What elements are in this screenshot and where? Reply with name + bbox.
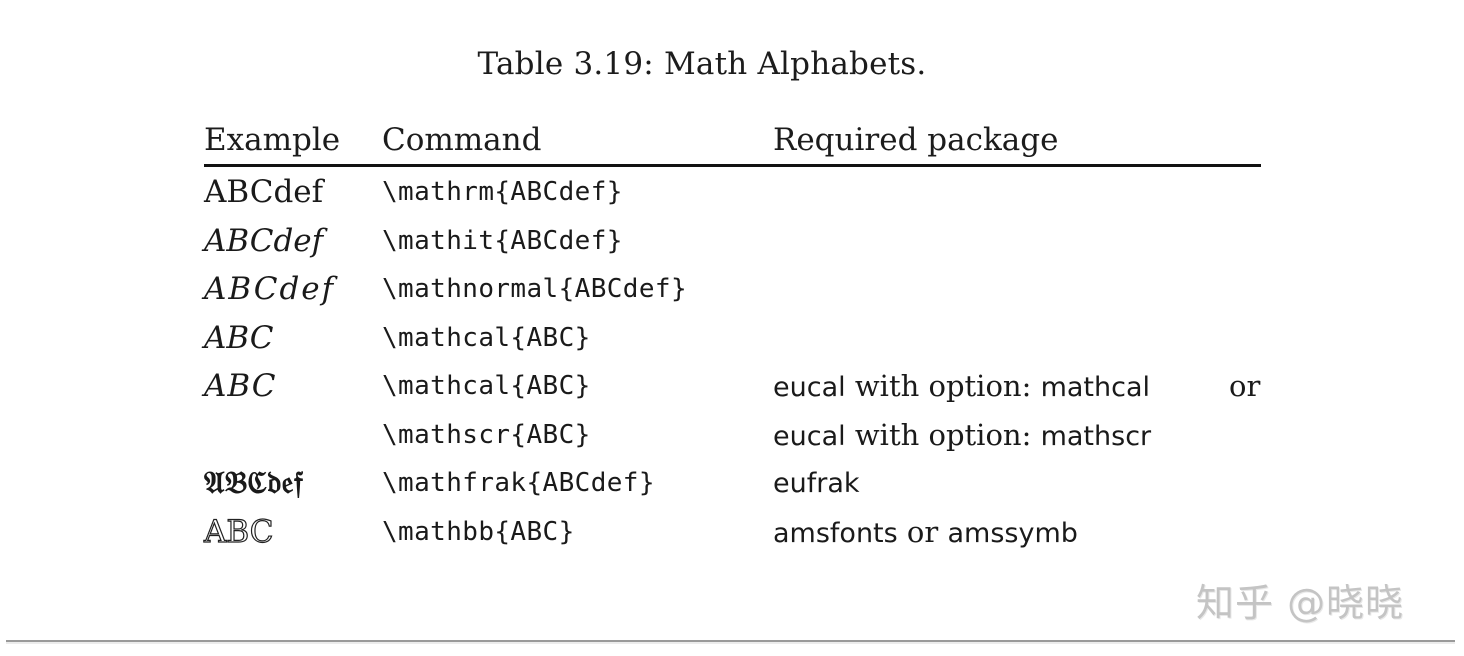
- command-mathbb: \mathbb{ABC}: [382, 516, 575, 547]
- package-name: eucal: [773, 372, 846, 403]
- package-name-alt: amssymb: [947, 517, 1078, 549]
- table-header-row: Example Command Required package: [204, 116, 1261, 164]
- command-mathit: \mathit{ABCdef}: [382, 225, 623, 256]
- package-option: mathscr: [1040, 420, 1152, 452]
- table-row: ABC \mathcal{ABC}: [204, 314, 1261, 363]
- command-mathscr: \mathscr{ABC}: [382, 419, 591, 450]
- zhihu-watermark: 知乎 @晓晓: [1196, 581, 1405, 625]
- header-example: Example: [204, 122, 341, 158]
- table-row: \mathscr{ABC} eucal with option: mathscr: [204, 411, 1261, 460]
- command-mathfrak: \mathfrak{ABCdef}: [382, 468, 655, 498]
- package-eucal-mathscr: eucal with option: mathscr: [773, 411, 1151, 461]
- trailing-or: or: [1229, 369, 1261, 403]
- example-mathrm: ABCdef: [204, 174, 324, 210]
- table-row: ABCdef \mathit{ABCdef}: [204, 217, 1261, 266]
- header-package: Required package: [773, 122, 1059, 158]
- example-mathnormal: ABCdef: [204, 271, 336, 307]
- package-option: mathcal: [1040, 372, 1151, 403]
- table-row: ABC \mathbb{ABC} amsfonts or amssymb: [203, 508, 1261, 558]
- package-eucal-mathcal: eucal with option: mathcal: [773, 362, 1150, 412]
- package-name: amsfonts: [773, 517, 898, 549]
- command-mathcal: \mathcal{ABC}: [382, 322, 591, 353]
- package-eufrak: eufrak: [773, 459, 860, 508]
- table-row: 𝔄𝔅ℭ𝔡𝔢𝔣 \mathfrak{ABCdef} eufrak: [204, 459, 1261, 508]
- math-alphabets-table: Example Command Required package ABCdef …: [203, 116, 1261, 558]
- example-mathit: ABCdef: [204, 222, 324, 259]
- header-rule: [204, 164, 1261, 167]
- package-amsfonts: amsfonts or amssymb: [773, 508, 1078, 558]
- package-connector: with option:: [845, 417, 1041, 452]
- table-row: ABCdef \mathrm{ABCdef}: [204, 168, 1261, 217]
- command-eucal-mathcal: \mathcal{ABC}: [382, 371, 591, 401]
- package-name: eucal: [773, 420, 846, 452]
- page-bottom-rule: [6, 640, 1455, 644]
- package-connector: or: [897, 514, 948, 549]
- example-mathcal: ABC: [204, 319, 274, 356]
- table-row: ABCdef \mathnormal{ABCdef}: [204, 265, 1261, 314]
- package-name: eufrak: [773, 468, 860, 499]
- example-eucal-mathcal: ABC: [204, 368, 277, 404]
- header-command: Command: [382, 122, 542, 158]
- command-mathnormal: \mathnormal{ABCdef}: [382, 274, 688, 304]
- example-mathbb: ABC: [203, 513, 274, 550]
- command-mathrm: \mathrm{ABCdef}: [382, 177, 623, 207]
- table-caption: Table 3.19: Math Alphabets.: [477, 46, 927, 82]
- table-row: ABC \mathcal{ABC} eucal with option: mat…: [204, 362, 1261, 411]
- example-mathfrak: 𝔄𝔅ℭ𝔡𝔢𝔣: [204, 465, 304, 501]
- package-connector: with option:: [845, 369, 1041, 403]
